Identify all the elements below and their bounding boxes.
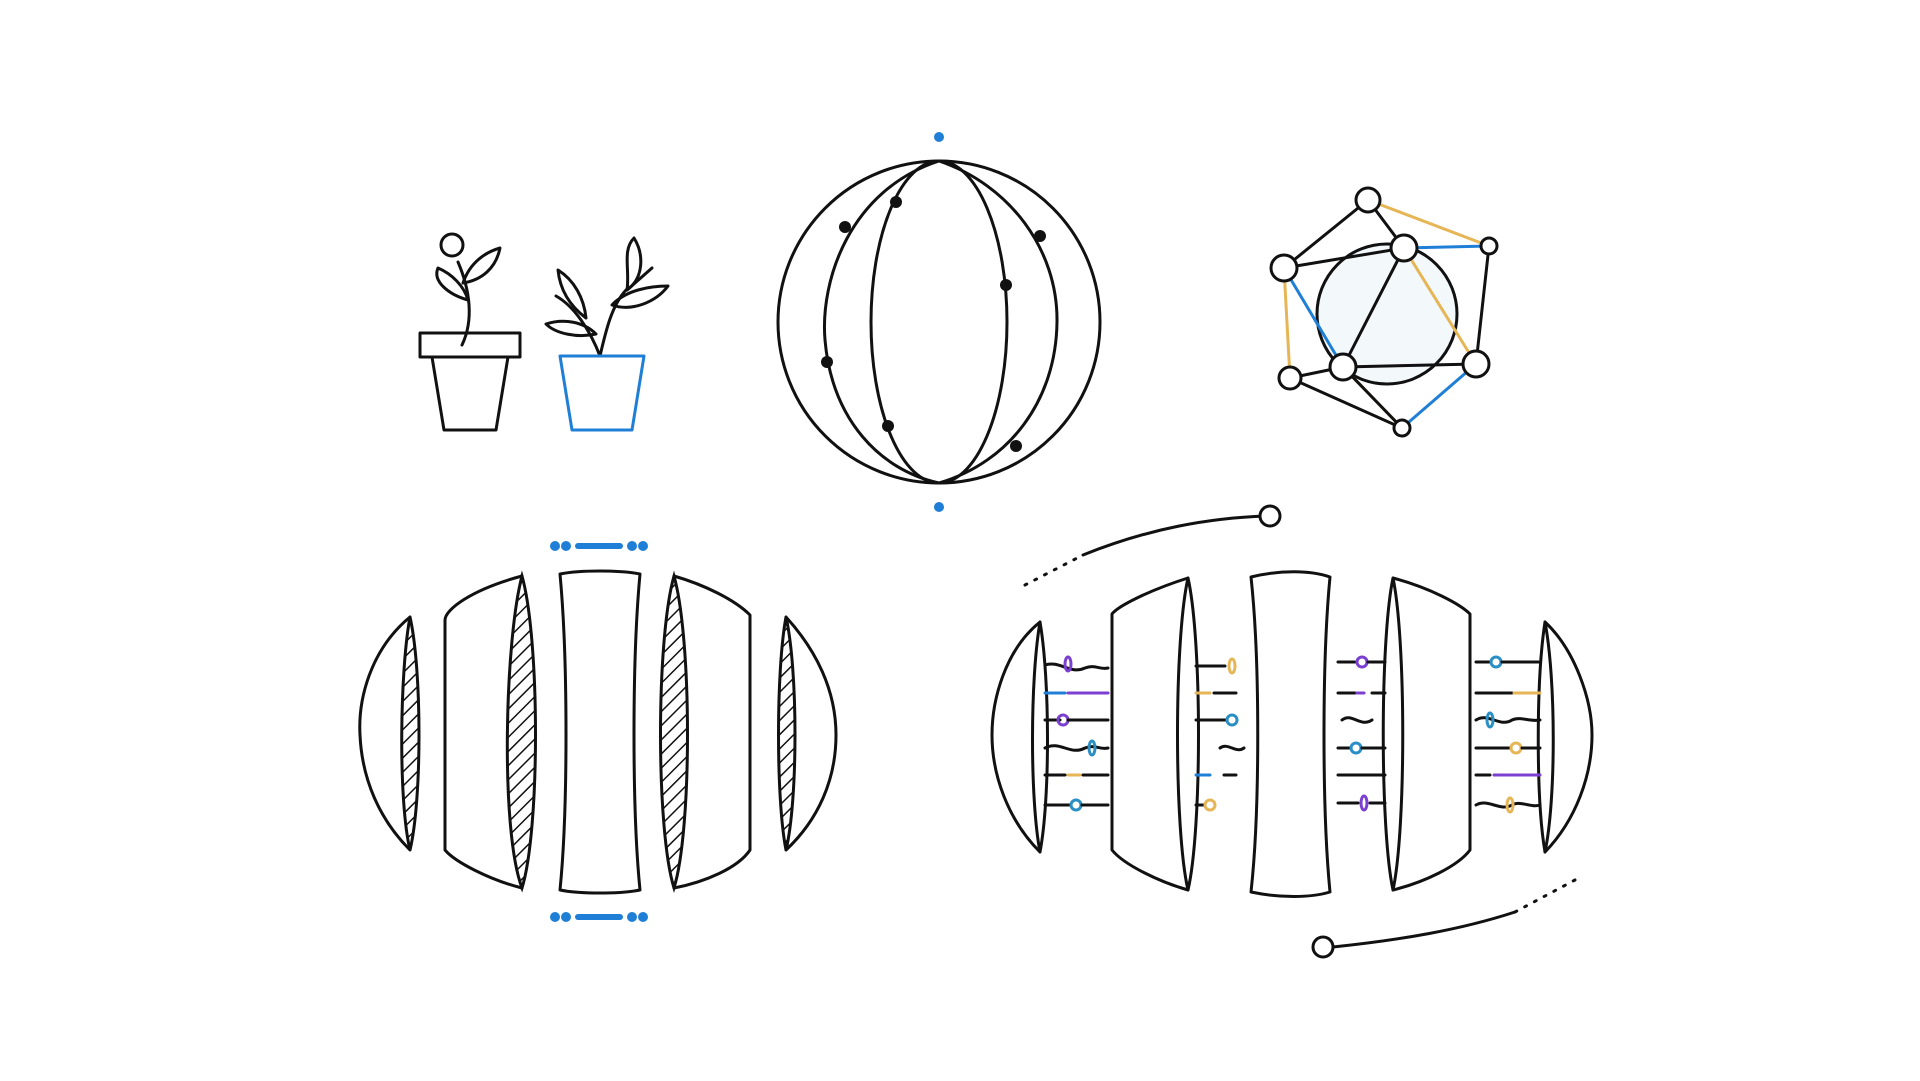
network-icon [1269, 186, 1499, 438]
plant-pot-blue-icon [544, 236, 670, 432]
plant-pot-black-icon [418, 232, 522, 432]
sliced-sphere-icon [358, 541, 838, 922]
sliced-sphere-connected-icon [990, 504, 1594, 959]
sphere-icon [776, 132, 1102, 512]
